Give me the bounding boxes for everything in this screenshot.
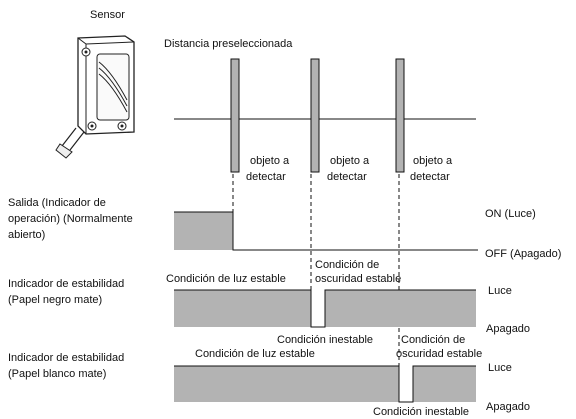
stability-white-unstable: Condición inestable <box>373 406 469 418</box>
stability-white-stable-dark-line1: Condición de <box>401 334 465 346</box>
output-on-pulse <box>174 212 233 250</box>
stability-black-high-label: Luce <box>488 285 512 297</box>
object-2-bar <box>310 58 320 173</box>
stability-white-stable-light: Condición de luz estable <box>195 348 315 360</box>
output-row: Salida (Indicador de operación) (Normalm… <box>8 197 561 260</box>
stability-white-signal-line <box>174 365 476 403</box>
output-label-line1: Salida (Indicador de <box>8 197 106 209</box>
preset-distance-label: Distancia preseleccionada <box>164 38 293 50</box>
object-2-label-line1: objeto a <box>330 155 370 167</box>
stability-black-stable-dark-line1: Condición de <box>315 259 379 271</box>
stability-black-label-line2: (Papel negro mate) <box>8 294 102 306</box>
stability-white-label-line1: Indicador de estabilidad <box>8 352 124 364</box>
object-3-label-line2: detectar <box>410 171 450 183</box>
stability-white-stable-dark-line2: oscuridad estable <box>396 348 482 360</box>
output-label-line3: abierto) <box>8 229 45 241</box>
object-1-bar <box>230 58 240 173</box>
photoelectric-sensor-icon: Sensor <box>55 9 135 159</box>
object-3-bar <box>395 58 405 173</box>
output-on-label: ON (Luce) <box>485 208 536 220</box>
object-1-label-line1: objeto a <box>250 155 290 167</box>
object-3-label-line1: objeto a <box>413 155 453 167</box>
object-1-label-line2: detectar <box>246 171 286 183</box>
stability-black-label-line1: Indicador de estabilidad <box>8 278 124 290</box>
stability-black-high-1 <box>174 290 311 327</box>
stability-black-stable-dark-line2: oscuridad estable <box>315 273 401 285</box>
stability-white-row: Indicador de estabilidad (Papel blanco m… <box>8 334 530 418</box>
stability-white-high-1 <box>174 366 399 402</box>
stability-white-label-line2: (Papel blanco mate) <box>8 368 106 380</box>
output-off-label: OFF (Apagado) <box>485 248 561 260</box>
stability-white-low-label: Apagado <box>486 401 530 413</box>
output-signal-line <box>174 211 478 251</box>
stability-black-low-label: Apagado <box>486 323 530 335</box>
stability-black-stable-light: Condición de luz estable <box>166 273 286 285</box>
output-label-line2: operación) (Normalmente <box>8 213 133 225</box>
stability-black-unstable: Condición inestable <box>277 334 373 346</box>
stability-white-high-label: Luce <box>488 362 512 374</box>
stability-black-signal-line <box>174 289 476 328</box>
sensor-label: Sensor <box>90 9 125 21</box>
stability-black-high-2 <box>325 290 476 327</box>
object-2-label-line2: detectar <box>327 171 367 183</box>
stability-white-high-2 <box>413 366 476 402</box>
stability-black-row: Indicador de estabilidad (Papel negro ma… <box>8 259 530 346</box>
